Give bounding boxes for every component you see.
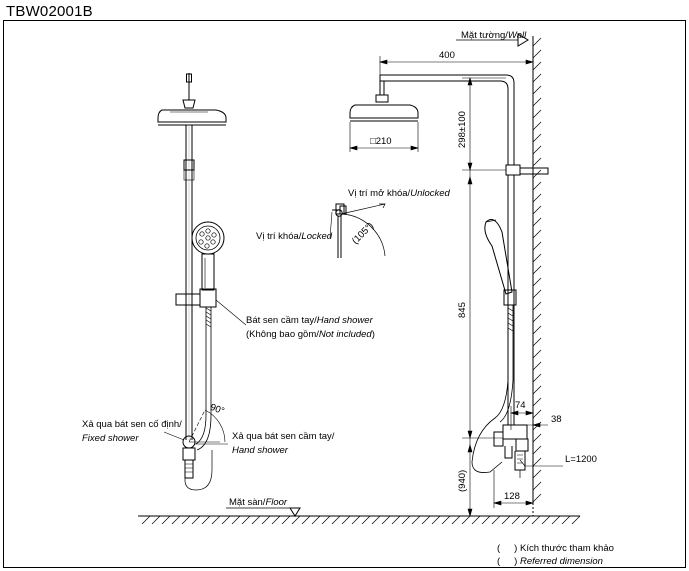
dim-arm-length: 400 — [439, 50, 455, 61]
wall-label-vi: Mặt tường/ — [461, 30, 508, 41]
dim-base-depth: 128 — [504, 491, 520, 502]
locked-label-vi: Vị trí khóa/ — [256, 231, 302, 242]
unlocked-label-vi: Vị trí mở khóa/ — [348, 188, 411, 199]
fixed-shower-label-en: Fixed shower — [82, 433, 139, 444]
floor-label-en: Floor — [265, 497, 288, 508]
legend-row-vi: () Kích thước tham khảo — [497, 543, 614, 554]
dim-rail-height: 845 — [457, 302, 468, 318]
hand-shower-label-en: Hand shower — [316, 315, 373, 326]
floor-line — [138, 507, 581, 525]
not-included-label-vi: (Không bao gồm/ — [246, 329, 319, 340]
fixed-shower-label-vi: Xả qua bát sen cố định/ — [82, 419, 182, 430]
dim-valve-height: (940) — [457, 469, 468, 492]
legend-open-paren: ( — [497, 543, 501, 554]
unlocked-label-en: Unlocked — [410, 188, 450, 199]
locked-label: Vị trí khóa/Locked — [256, 231, 332, 242]
legend-referred-en: Referred dimension — [519, 556, 603, 567]
legend-open-paren-2: ( — [497, 556, 501, 567]
dim-head-size: □210 — [370, 136, 392, 147]
drawing-border — [3, 20, 686, 568]
legend-referred-vi: Kích thước tham khảo — [519, 543, 614, 554]
dim-hose-length: L=1200 — [565, 454, 597, 465]
leader-lines — [163, 211, 333, 445]
locked-label-en: Locked — [301, 231, 333, 242]
hand-outlet-label-en: Hand shower — [232, 445, 288, 456]
hand-outlet-label-vi: Xả qua bát sen cầm tay/ — [232, 431, 335, 442]
lock-detail — [332, 203, 386, 258]
front-view-shower — [157, 73, 227, 491]
dim-valve-depth: 74 — [515, 400, 526, 411]
not-included-label-en: Not included — [318, 329, 372, 340]
model-code: TBW02001B — [6, 3, 93, 20]
wall-label-en: Wall — [507, 30, 527, 41]
dimension-lines — [348, 56, 563, 518]
dim-arm-drop: 298±100 — [457, 111, 468, 148]
floor-label-vi: Mặt sàn/ — [229, 497, 266, 508]
not-included-label: (Không bao gồm/Not included) — [246, 329, 375, 340]
legend-close-paren: ) — [514, 543, 518, 554]
legend-close-paren-2: ) — [514, 556, 518, 567]
wall-label: Mặt tường/Wall — [461, 30, 526, 41]
legend-row-en: () Referred dimension — [497, 556, 603, 567]
floor-label: Mặt sàn/Floor — [229, 497, 287, 508]
dim-outlet-offset: 38 — [551, 414, 562, 425]
side-view-shower — [349, 74, 549, 478]
unlocked-label: Vị trí mở khóa/Unlocked — [348, 188, 450, 199]
not-included-close: ) — [371, 329, 375, 340]
hand-shower-label: Bát sen cầm tay/Hand shower — [246, 315, 373, 326]
hand-shower-label-vi: Bát sen cầm tay/ — [246, 315, 317, 326]
